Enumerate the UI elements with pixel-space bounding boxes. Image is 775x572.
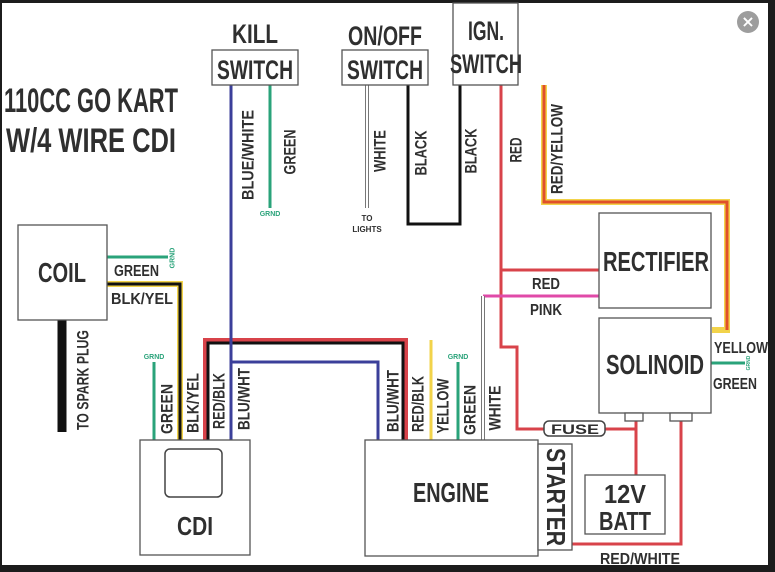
starter-label: STARTER (541, 448, 571, 546)
engine-yellow-label: YELLOW (434, 378, 453, 434)
cdi-connector (164, 448, 223, 498)
ign-switch-label-1: IGN. (468, 16, 504, 46)
cdi-green-label: GREEN (158, 384, 177, 434)
onoff-switch-box (341, 49, 429, 86)
solenoid-green-label: GREEN (713, 376, 757, 393)
cdi-bluwht-label: BLU/WHT (235, 368, 254, 430)
red-blk-wire-outer (203, 338, 408, 440)
solenoid-box (598, 317, 712, 414)
onoff-switch-label-1: ON/OFF (348, 21, 422, 51)
solenoid-label: SOLINOID (606, 349, 704, 380)
engine-label: ENGINE (413, 477, 489, 508)
kill-bluewhite-label: BLUE/WHITE (239, 110, 258, 200)
ign-switch-box (452, 2, 519, 86)
kill-switch-label-2: SWITCH (217, 55, 293, 85)
engine-green-label: GREEN (461, 385, 480, 435)
diagram-title-line2: W/4 WIRE CDI (6, 122, 176, 160)
solenoid-grnd-label: GRND (746, 355, 752, 370)
blk-yel-wire (107, 282, 182, 440)
coil-blkyel-label: BLK/YEL (111, 291, 173, 308)
battery-box (584, 474, 666, 535)
engine-white-label: WHITE (486, 386, 505, 431)
kill-switch-box (211, 49, 299, 86)
solenoid-yellow-label: YELLOW (714, 340, 769, 357)
rectifier-box (598, 212, 712, 309)
red-blk-wire (206, 341, 405, 440)
red-yellow-wire (542, 85, 729, 330)
fuse (543, 420, 606, 437)
fuse-label: FUSE (551, 421, 599, 437)
starter-box (537, 443, 573, 551)
onoff-black-label: BLACK (412, 130, 431, 176)
ign-redyellow-label: RED/YELLOW (548, 103, 567, 194)
coil-grnd-label: GRND (170, 248, 177, 269)
to-lights-label-1: TO (362, 214, 373, 223)
pink-label: PINK (530, 302, 562, 319)
onoff-white-label: WHITE (371, 130, 390, 172)
ign-red-label: RED (507, 138, 526, 163)
cdi-grnd-label: GRND (144, 354, 165, 361)
coil-green-label: GREEN (114, 263, 159, 280)
to-lights-label-2: LIGHTS (352, 225, 382, 234)
close-icon[interactable]: × (737, 11, 759, 33)
spark-plug-label: TO SPARK PLUG (74, 330, 93, 430)
black-switch-loop-wire (406, 85, 462, 226)
coil-label: COIL (38, 257, 86, 288)
solenoid-terminal-left (624, 412, 644, 422)
engine-bluwht-label: BLU/WHT (384, 370, 403, 432)
battery-label-1: 12V (604, 479, 647, 509)
onoff-switch-label-2: SWITCH (347, 55, 423, 85)
blu-wht-engine-wire (231, 360, 380, 440)
cdi-label: CDI (177, 511, 213, 541)
cdi-redblk-label: RED/BLK (210, 372, 229, 429)
red-white-label: RED/WHITE (600, 551, 680, 568)
ign-black-label: BLACK (462, 128, 481, 174)
battery-label-2: BATT (599, 506, 651, 536)
kill-green-label: GREEN (281, 130, 300, 175)
red-white-wire (572, 421, 683, 546)
kill-grnd-label: GRND (260, 211, 281, 218)
diagram-title-line1: 110CC GO KART (4, 82, 178, 120)
ign-red-wire (499, 85, 545, 431)
engine-grnd-label: GRND (448, 354, 469, 361)
coil-box (17, 224, 108, 321)
rectifier-red-label: RED (532, 276, 560, 293)
cdi-blkyel-label: BLK/YEL (184, 373, 203, 433)
engine-redblk-label: RED/BLK (409, 375, 428, 432)
kill-switch-label-1: KILL (232, 19, 278, 49)
solenoid-terminal-right (669, 412, 693, 422)
ign-switch-label-2: SWITCH (450, 49, 522, 79)
rectifier-label: RECTIFIER (603, 246, 709, 277)
